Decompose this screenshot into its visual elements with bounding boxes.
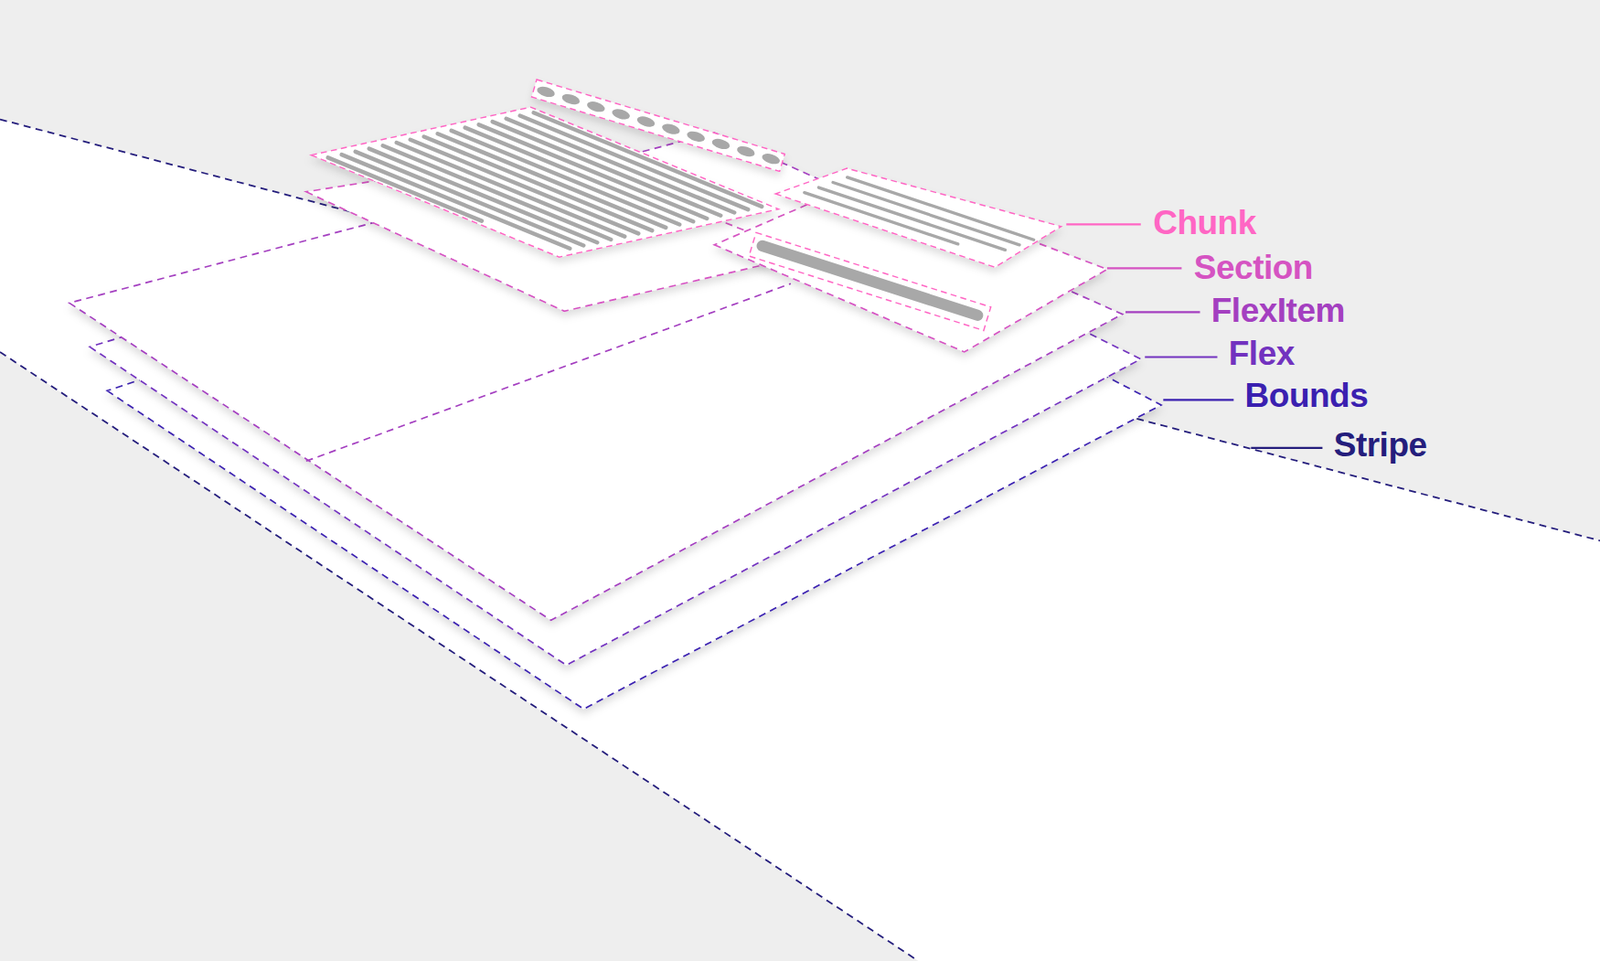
label-position: Chunk	[1151, 204, 1259, 243]
layer-label: Flex	[1226, 335, 1297, 374]
icon-dot	[586, 99, 607, 114]
label-position: Section	[1192, 249, 1315, 288]
text-line-block	[520, 116, 749, 211]
icon-dot	[535, 85, 556, 99]
chunk-outline	[310, 106, 779, 257]
nav-line	[818, 187, 1005, 250]
leader-line	[1162, 398, 1234, 401]
icon-dot	[736, 144, 757, 159]
chunk-outline	[531, 79, 785, 171]
leader-line	[1144, 355, 1217, 358]
icon-dot	[610, 106, 631, 121]
layer-label: Chunk	[1151, 204, 1259, 243]
layer-label: FlexItem	[1209, 292, 1347, 331]
flexitem-plane	[69, 132, 1123, 620]
icon-dot	[661, 121, 682, 136]
icon-dot	[560, 92, 581, 107]
nav-line	[847, 177, 1035, 240]
nav-line	[804, 192, 959, 245]
leader-line	[1066, 223, 1141, 225]
label-position: FlexItem	[1209, 292, 1347, 331]
label-position: Stripe	[1332, 426, 1430, 465]
label-position: Bounds	[1243, 377, 1371, 416]
leader-line	[1125, 310, 1200, 313]
icon-dot	[760, 151, 781, 166]
leader-line	[1250, 447, 1323, 449]
icon-dot	[710, 137, 731, 151]
icon-dot	[685, 129, 706, 144]
layer-label: Section	[1192, 249, 1315, 288]
label-position: Flex	[1226, 335, 1297, 374]
nav-line	[832, 182, 1020, 246]
leader-line	[1107, 266, 1182, 269]
layer-label: Bounds	[1243, 377, 1371, 416]
flexitem-divider	[306, 283, 791, 461]
stripe-band	[0, 119, 1600, 961]
icon-dot	[635, 114, 656, 128]
chunk-outline	[775, 168, 1061, 267]
bar-block	[762, 245, 978, 316]
layer-label: Stripe	[1332, 426, 1430, 465]
